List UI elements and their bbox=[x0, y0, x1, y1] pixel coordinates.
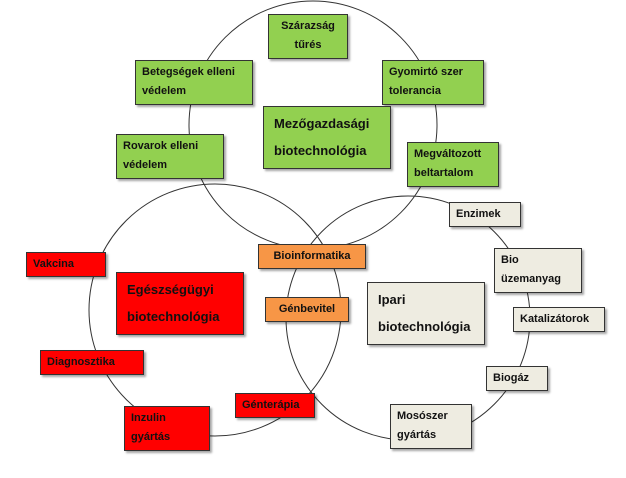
agri-item-line: beltartalom bbox=[414, 167, 474, 180]
industry-item-line: Enzimek bbox=[456, 208, 501, 220]
health-item-insulin-production: Inzulin gyártás bbox=[124, 406, 210, 451]
industry-item-enzymes: Enzimek bbox=[449, 202, 521, 228]
agri-item-line: Szárazság bbox=[281, 20, 335, 32]
agri-item-line: Gyomirtó szer bbox=[389, 66, 463, 78]
core-label: Bioinformatika bbox=[273, 250, 351, 262]
industry-item-biogas: Biogáz bbox=[486, 366, 548, 392]
industry-item-line: Biogáz bbox=[493, 372, 530, 384]
industry-title: Ipari biotechnológia bbox=[367, 282, 485, 345]
agri-item-line: védelem bbox=[142, 85, 187, 98]
agri-item-altered-content: Megváltozott beltartalom bbox=[407, 142, 499, 187]
health-item-line: Vakcina bbox=[33, 258, 74, 270]
industry-item-line: üzemanyag bbox=[501, 273, 561, 286]
health-item-vaccine: Vakcina bbox=[26, 252, 106, 278]
industry-title-line: Ipari bbox=[378, 292, 406, 307]
health-title-line: Egészségügyi bbox=[127, 282, 214, 297]
industry-item-line: Katalizátorok bbox=[520, 313, 590, 325]
agri-item-line: tűrés bbox=[294, 39, 322, 52]
agri-title: Mezőgazdasági biotechnológia bbox=[263, 106, 391, 169]
health-item-gene-therapy: Génterápia bbox=[235, 393, 315, 419]
health-item-diagnostics: Diagnosztika bbox=[40, 350, 144, 376]
industry-item-detergent-production: Mosószer gyártás bbox=[390, 404, 472, 449]
industry-item-line: Mosószer bbox=[397, 410, 448, 422]
agri-item-insect-protection: Rovarok elleni védelem bbox=[116, 134, 224, 179]
agri-item-line: Rovarok elleni bbox=[123, 140, 199, 152]
core-bioinformatics: Bioinformatika bbox=[258, 244, 366, 270]
industry-item-line: Bio bbox=[501, 254, 519, 266]
industry-item-catalysts: Katalizátorok bbox=[513, 307, 605, 333]
health-item-line: Diagnosztika bbox=[47, 356, 115, 368]
health-item-line: gyártás bbox=[131, 431, 171, 444]
industry-item-line: gyártás bbox=[397, 429, 437, 442]
agri-title-line: Mezőgazdasági bbox=[274, 116, 370, 131]
agri-item-line: tolerancia bbox=[389, 85, 441, 98]
industry-title-line: biotechnológia bbox=[378, 319, 471, 335]
health-title-line: biotechnológia bbox=[127, 309, 220, 325]
agri-item-line: védelem bbox=[123, 159, 168, 172]
health-title: Egészségügyi biotechnológia bbox=[116, 272, 244, 335]
industry-item-biofuel: Bio üzemanyag bbox=[494, 248, 582, 293]
agri-item-drought-tolerance: Szárazság tűrés bbox=[268, 14, 348, 59]
health-item-line: Inzulin bbox=[131, 412, 166, 424]
agri-title-line: biotechnológia bbox=[274, 143, 367, 159]
agri-item-herbicide-tolerance: Gyomirtó szer tolerancia bbox=[382, 60, 484, 105]
core-label: Génbevitel bbox=[278, 303, 336, 315]
core-gene-transfer: Génbevitel bbox=[265, 297, 349, 323]
agri-item-disease-protection: Betegségek elleni védelem bbox=[135, 60, 253, 105]
health-item-line: Génterápia bbox=[242, 399, 300, 411]
agri-item-line: Megváltozott bbox=[414, 148, 482, 160]
agri-item-line: Betegségek elleni bbox=[142, 66, 235, 78]
